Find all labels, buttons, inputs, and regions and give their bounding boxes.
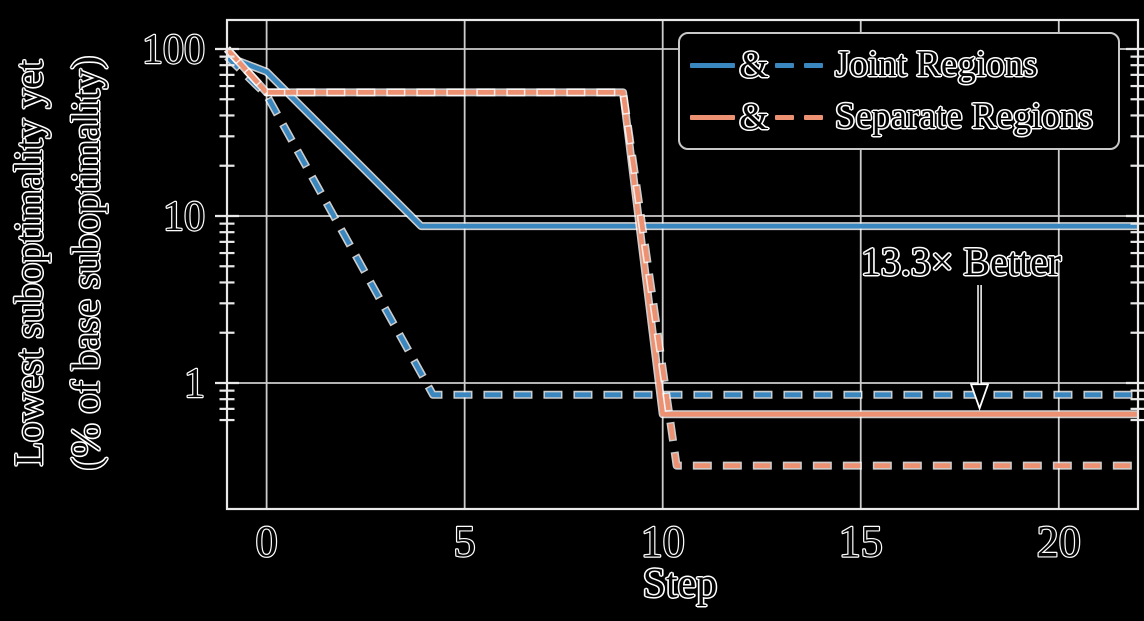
x-tick-label-0: 0 (256, 517, 278, 566)
x-axis-label: Step (642, 561, 718, 607)
y-tick-label-10: 10 (163, 194, 205, 240)
separate-dashed-line-swatch (775, 114, 823, 120)
legend-row-separate: & Separate Regions (690, 93, 1118, 141)
joint-dashed-line-swatch (775, 62, 823, 68)
y-tick-label-100: 100 (142, 27, 205, 73)
x-tick-label-20: 20 (1037, 517, 1081, 566)
annotation-arrowhead-icon (969, 383, 990, 411)
joint-solid-line-swatch (690, 62, 735, 68)
legend-label-separate: Separate Regions (835, 96, 1093, 137)
y-axis-label: Lowest suboptimality yet (% of base subo… (0, 0, 114, 543)
legend: & Joint Regions & Separate Regions (678, 32, 1120, 150)
legend-joiner: & (739, 44, 769, 86)
x-tick-label-5: 5 (454, 517, 476, 566)
series-line-0 (226, 54, 1138, 229)
improvement-annotation: 13.3× Better (860, 239, 1062, 284)
x-tick-label-15: 15 (839, 517, 883, 566)
y-axis-label-line1: Lowest suboptimality yet (6, 59, 51, 467)
legend-label-joint: Joint Regions (835, 44, 1038, 85)
series-line-3 (225, 47, 1138, 469)
x-tick-label-10: 10 (641, 517, 685, 566)
plot-spines (225, 18, 1140, 511)
series-line-1 (225, 54, 1138, 398)
legend-row-joint: & Joint Regions (690, 41, 1118, 89)
y-axis-label-line2: (% of base suboptimality) (63, 55, 108, 471)
separate-solid-line-swatch (690, 114, 735, 120)
y-tick-label-1: 1 (184, 361, 205, 407)
legend-joiner: & (739, 96, 769, 138)
